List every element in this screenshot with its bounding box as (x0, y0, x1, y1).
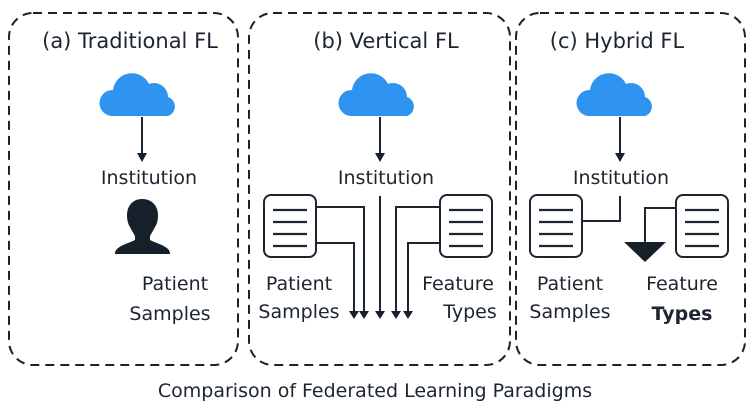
document-icon-right (674, 193, 730, 259)
patient-label: Patient (537, 273, 603, 295)
arrowhead (359, 311, 369, 319)
institution-label: Institution (573, 167, 669, 189)
panel-title: (a) Traditional FL (42, 29, 218, 53)
person-icon (115, 199, 170, 254)
panel-traditional-fl: (a) Traditional FL Institution Patient S… (8, 12, 239, 366)
panel-vertical-fl: (b) Vertical FL Institution Patient Samp… (248, 12, 511, 366)
panel-border (515, 12, 746, 366)
cloud-icon (576, 73, 652, 116)
arrowhead (391, 311, 401, 319)
arrowhead (403, 311, 413, 319)
document-icon-right (438, 193, 494, 259)
types-label: Types (442, 301, 497, 323)
institution-label: Institution (101, 167, 197, 189)
panel-border (248, 12, 511, 366)
panel-hybrid-fl: (c) Hybrid FL Institution Patient Sample… (515, 12, 746, 366)
arrowhead (349, 311, 359, 319)
samples-label: Samples (258, 301, 339, 323)
figure-caption: Comparison of Federated Learning Paradig… (158, 380, 592, 402)
arrow-cloud-to-institution (615, 117, 625, 162)
feature-label: Feature (422, 273, 494, 295)
arrow-cloud-to-institution (375, 117, 385, 162)
document-icon-left (262, 193, 318, 259)
feature-label: Feature (646, 273, 718, 295)
panel-title: (c) Hybrid FL (550, 29, 685, 53)
types-label: Types (652, 303, 713, 325)
patient-label: Patient (142, 273, 208, 295)
vertical-data-flow-arrows (316, 196, 440, 319)
cloud-icon (99, 73, 175, 116)
arrowhead (375, 311, 385, 319)
samples-label: Samples (529, 301, 610, 323)
arrow-cloud-to-institution (137, 117, 147, 162)
samples-label: Samples (129, 303, 210, 325)
cloud-icon (338, 73, 414, 116)
panel-title: (b) Vertical FL (313, 29, 459, 53)
document-icon-left (528, 193, 584, 259)
hybrid-data-flow (582, 196, 676, 262)
institution-label: Institution (338, 167, 434, 189)
patient-label: Patient (266, 273, 332, 295)
panel-border (8, 12, 239, 366)
arrowhead (624, 242, 666, 262)
